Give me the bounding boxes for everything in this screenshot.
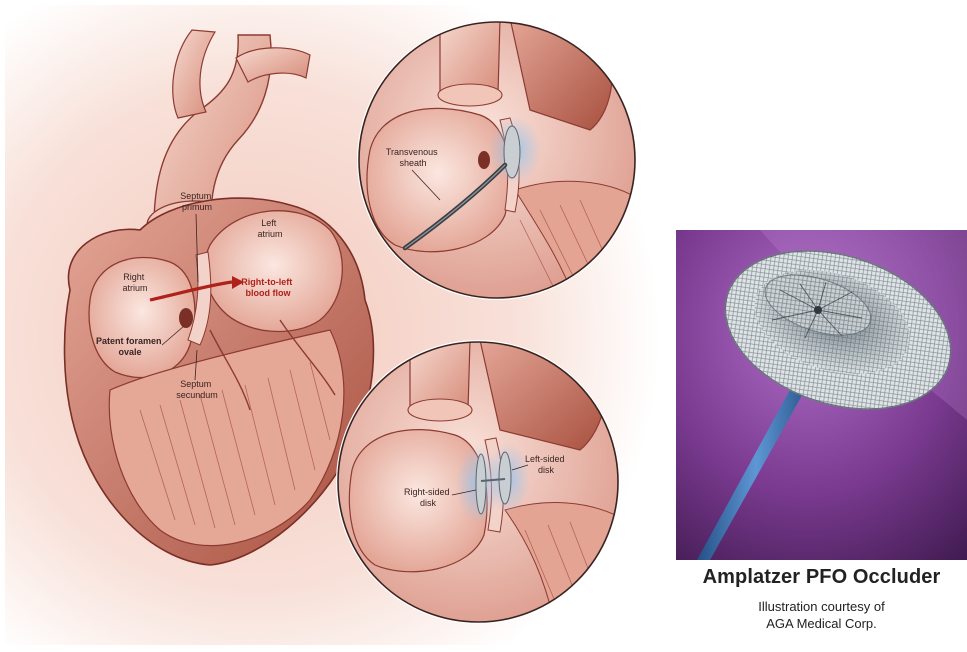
- foramen-opening: [179, 308, 193, 328]
- label-right-atrium: Right atrium: [122, 272, 147, 293]
- device-photo: [676, 224, 967, 560]
- device-caption: Amplatzer PFO Occluder Illustration cour…: [676, 566, 967, 632]
- left-sided-disk: [499, 452, 511, 504]
- label-left-atrium: Left atrium: [257, 218, 282, 239]
- credit-line-1: Illustration courtesy of: [676, 598, 967, 615]
- label-right-to-left-flow: Right-to-left blood flow: [241, 277, 295, 298]
- folded-occluder: [504, 126, 520, 178]
- credit-line-2: AGA Medical Corp.: [676, 615, 967, 632]
- right-sided-disk: [476, 454, 486, 514]
- label-septum-secundum: Septum secundum: [176, 379, 218, 400]
- label-septum-primum: Septum primum: [180, 191, 214, 212]
- caption-title: Amplatzer PFO Occluder: [676, 566, 967, 589]
